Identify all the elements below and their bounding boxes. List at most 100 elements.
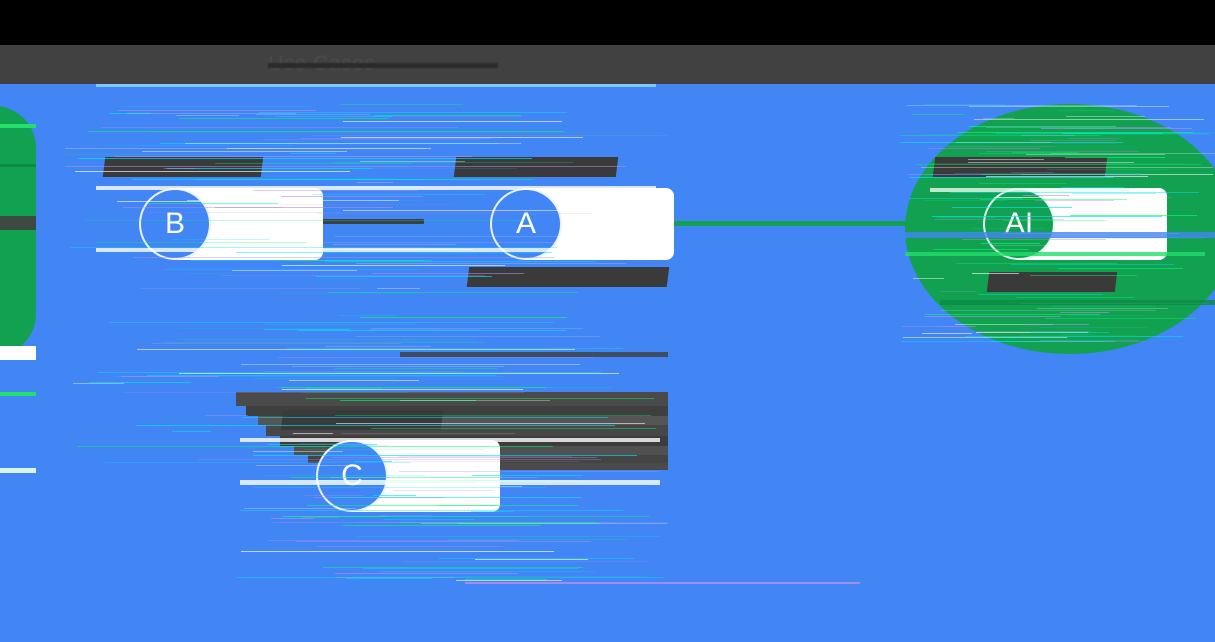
glitch-scanline — [340, 104, 463, 105]
node-label-a: Use case A title — [453, 157, 619, 177]
glitch-scanline — [186, 273, 231, 274]
node-ai[interactable]: AI — [983, 188, 1167, 260]
glitch-scanline — [370, 200, 421, 201]
glitch-scanline — [287, 348, 623, 349]
glitch-scanline — [268, 540, 519, 541]
glitch-tear — [96, 248, 656, 252]
node-sublabel-ai: Model — [986, 272, 1118, 292]
clipped-green-node[interactable] — [0, 106, 36, 473]
glitch-scanline — [380, 571, 594, 572]
glitch-scanline — [263, 139, 480, 140]
glitch-scanline — [273, 522, 615, 523]
glitch-scanline — [265, 371, 463, 372]
connector-b-to-a — [283, 219, 424, 224]
glitch-scanline — [922, 333, 972, 334]
glitch-scanline — [341, 137, 583, 138]
glitch-scanline — [73, 383, 124, 384]
glitch-scanline — [356, 263, 626, 264]
glitch-scanline — [176, 115, 239, 116]
glitch-scanline — [456, 580, 562, 581]
glitch-scanline — [403, 561, 648, 562]
glitch-scanline — [121, 376, 219, 377]
glitch-scanline — [150, 132, 652, 133]
glitch-scanline — [354, 253, 478, 254]
glitch-scanline — [339, 315, 394, 316]
glitch-scanline — [316, 276, 492, 277]
glitch-scanline — [356, 522, 668, 523]
glitch-scanline — [306, 388, 382, 389]
glitch-scanline — [325, 346, 431, 347]
glitch-scanline — [384, 519, 474, 520]
smear-line — [426, 463, 668, 470]
glitch-scanline — [179, 373, 619, 374]
glitch-band — [0, 124, 36, 128]
glitch-scanline — [360, 317, 567, 318]
glitch-scanline — [353, 576, 647, 577]
glitch-scanline — [163, 269, 418, 270]
glitch-scanline — [152, 343, 401, 344]
glitch-band — [0, 392, 36, 396]
glitch-scanline — [399, 522, 595, 523]
glitch-scanline — [147, 375, 496, 376]
window-header-bar — [0, 45, 1215, 84]
glitch-scanline — [356, 336, 600, 337]
glitch-scanline — [256, 114, 370, 115]
glitch-scanline — [295, 516, 650, 517]
glitch-scanline — [283, 516, 388, 517]
glitch-tear — [905, 232, 1215, 238]
node-c[interactable]: C — [316, 440, 500, 512]
glitch-scanline — [178, 339, 471, 340]
node-ai-badge[interactable]: AI — [983, 188, 1055, 260]
glitch-scanline — [263, 324, 415, 325]
top-black-band — [0, 0, 1215, 45]
glitch-scanline — [121, 106, 310, 107]
glitch-scanline — [178, 328, 435, 329]
glitch-scanline — [101, 127, 458, 128]
glitch-tear — [940, 300, 1215, 305]
glitch-scanline — [160, 143, 499, 144]
glitch-scanline — [346, 116, 522, 117]
glitch-scanline — [363, 568, 578, 569]
diagram-canvas[interactable]: Use case B title Use case A title Descri… — [0, 84, 1215, 642]
glitch-scanline — [98, 372, 601, 373]
glitch-scanline — [127, 113, 296, 114]
glitch-scanline — [65, 148, 426, 149]
glitch-scanline — [89, 382, 191, 383]
scanline-artifact — [465, 582, 860, 584]
node-c-badge[interactable]: C — [316, 440, 388, 512]
glitch-scanline — [132, 179, 423, 180]
glitch-scanline — [140, 288, 360, 289]
glitch-scanline — [236, 577, 664, 578]
glitch-tear — [905, 252, 1205, 256]
glitch-scanline — [104, 145, 292, 146]
glitch-tear — [96, 186, 656, 190]
glitch-scanline — [323, 567, 583, 568]
glitch-scanline — [241, 364, 580, 365]
glitch-scanline — [110, 113, 151, 114]
glitch-scanline — [179, 118, 388, 119]
glitch-tear — [400, 352, 668, 357]
smear-line — [258, 416, 668, 425]
smear-line — [246, 406, 668, 416]
glitch-scanline — [271, 518, 314, 519]
glitch-scanline — [923, 104, 1006, 105]
glitch-scanline — [370, 329, 479, 330]
glitch-scanline — [475, 559, 588, 560]
glitch-scanline — [227, 148, 431, 149]
glitch-scanline — [254, 378, 397, 379]
glitch-scanline — [298, 179, 480, 180]
glitch-scanline — [374, 115, 521, 116]
smear-line — [266, 425, 668, 436]
glitch-scanline — [222, 275, 485, 276]
glitch-scanline — [465, 579, 547, 580]
glitch-scanline — [137, 349, 575, 350]
glitch-scanline — [333, 244, 456, 245]
node-label-ai: Use case AI title — [932, 157, 1108, 177]
glitch-scanline — [285, 260, 425, 261]
glitch-scanline — [289, 380, 419, 381]
glitch-scanline — [282, 389, 523, 390]
glitch-scanline — [142, 151, 347, 152]
glitch-scanline — [66, 154, 226, 155]
glitch-scanline — [275, 116, 392, 117]
glitch-tear — [900, 96, 1215, 104]
